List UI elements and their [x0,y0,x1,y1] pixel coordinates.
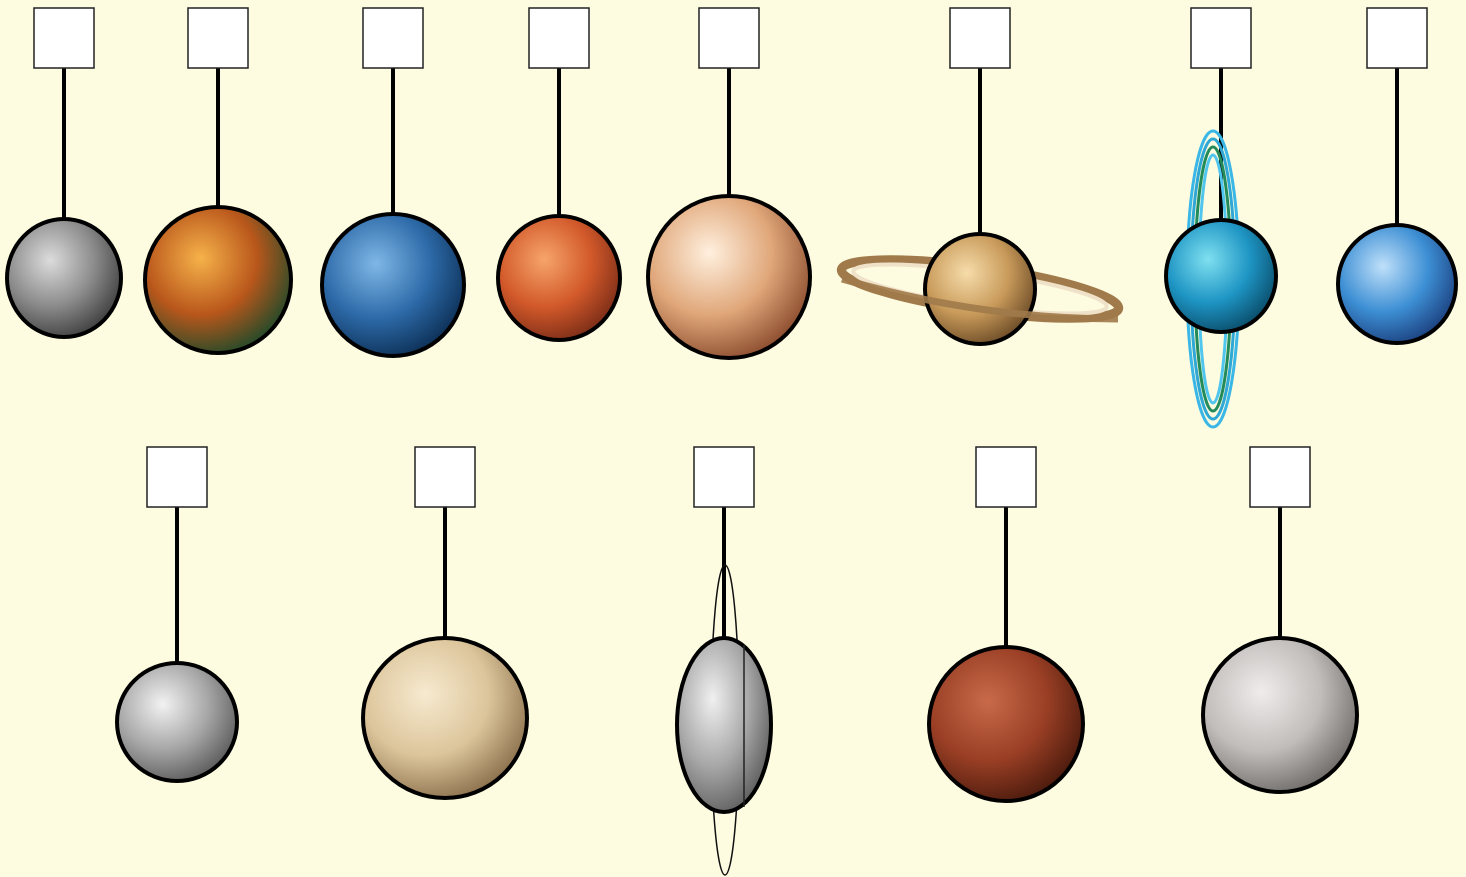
saturn-label-box[interactable] [950,8,1010,68]
venus-label-box[interactable] [188,8,248,68]
jupiter-label-box[interactable] [699,8,759,68]
mars-body [498,216,620,340]
eris-body [1203,638,1357,792]
uranus-label-box[interactable] [1191,8,1251,68]
mercury-label-box[interactable] [34,8,94,68]
venus-body [145,207,291,353]
pluto-body [363,638,527,798]
earth-label-box[interactable] [363,8,423,68]
neptune-body [1338,225,1456,343]
ceres-body [117,663,237,781]
haumea-label-box[interactable] [694,447,754,507]
makemake-body [929,647,1083,801]
pluto-label-box[interactable] [415,447,475,507]
ceres-label-box[interactable] [147,447,207,507]
mars-label-box[interactable] [529,8,589,68]
uranus-body [1166,220,1276,332]
mercury-body [7,219,121,337]
haumea-body [677,638,771,812]
eris-label-box[interactable] [1250,447,1310,507]
neptune-label-box[interactable] [1367,8,1427,68]
saturn-body [925,234,1035,344]
makemake-label-box[interactable] [976,447,1036,507]
jupiter-body [648,196,810,358]
earth-body [322,214,464,356]
